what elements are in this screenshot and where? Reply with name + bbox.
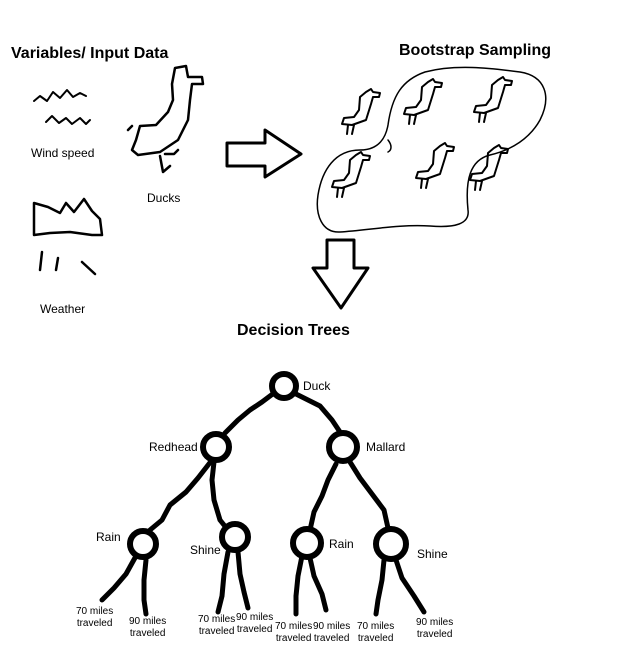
wind-squiggle-icon [33,89,91,125]
heading-variables: Variables/ Input Data [11,45,169,62]
label-wind-speed: Wind speed [31,146,95,160]
tree-node-redhead [200,431,232,463]
cloud-rain-icon [32,197,104,276]
tree-node-rain-right [290,526,324,560]
node-label-redhead: Redhead [149,440,198,454]
right-arrow-icon [225,128,303,179]
bootstrap-duck-icon [403,78,443,125]
heading-decision-trees: Decision Trees [237,322,350,339]
tree-node-shine-left [219,521,251,553]
node-label-shine-left: Shine [190,543,221,557]
label-weather: Weather [40,302,86,316]
bootstrap-duck-icon [331,151,371,198]
node-label-mallard: Mallard [366,440,406,454]
down-arrow-icon [311,238,370,310]
label-ducks: Ducks [147,191,181,205]
node-label-rain-left: Rain [96,530,121,544]
node-label-shine-right: Shine [417,547,448,561]
bootstrap-duck-icon [341,88,381,135]
tree-node-shine-right [373,526,409,562]
bootstrap-duck-icon [415,142,455,189]
node-label-duck: Duck [303,379,331,393]
bootstrap-sample-blob [316,66,547,233]
heading-bootstrap: Bootstrap Sampling [399,42,552,59]
node-label-rain-right: Rain [329,537,354,551]
tree-edges [99,390,427,617]
tree-node-mallard [326,430,360,464]
tree-node-duck [269,371,299,401]
tree-node-rain-left [127,528,159,560]
bootstrap-duck-icon [473,76,513,123]
duck-icon [126,64,205,174]
